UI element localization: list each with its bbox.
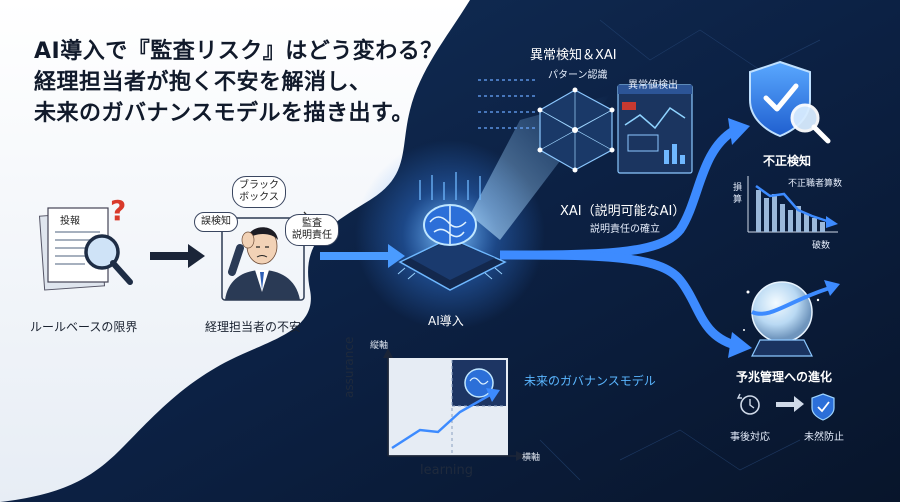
prevention-flow [736, 393, 835, 421]
accountability-line-2: 説明責任 [292, 230, 332, 241]
misdetect-bubble: 誤検知 [194, 212, 238, 232]
fraud-y-label-1: 損 [733, 183, 743, 193]
ai-label: AI導入 [428, 314, 464, 328]
branch-arrow-down [499, 250, 737, 350]
reactive-label: 事後対応 [730, 432, 770, 443]
anomaly-title: 異常検知＆XAI [530, 48, 617, 63]
accountability-line-1: 監査 [302, 218, 322, 229]
governance-chart [383, 348, 526, 461]
blackbox-line-1: ブラック [239, 180, 279, 191]
xai-subtitle: 説明責任の確立 [590, 224, 660, 235]
fraud-series-label: 不正職者算数 [788, 179, 843, 189]
shield-check-icon [749, 60, 831, 144]
title-line-2: 経理担当者が抱く不安を解消し、 [34, 70, 372, 95]
magnifier-icon [84, 234, 120, 270]
worker-label: 経理担当者の不安 [205, 320, 302, 334]
accountability-bubble: 監査 説明責任 [285, 214, 339, 246]
anomaly-value-label: 異常値検出 [628, 80, 678, 91]
title-line-3: 未来のガバナンスモデルを描き出す。 [34, 101, 414, 126]
ai-chip [397, 172, 507, 291]
crystal-ball-icon [743, 280, 840, 357]
mini-shield-icon [811, 393, 835, 421]
xai-title: XAI（説明可能なAI） [560, 204, 686, 219]
x-axis-right-label: 横軸 [522, 453, 541, 463]
pattern-label: パターン認識 [548, 70, 608, 81]
worker-illustration [221, 211, 310, 301]
clock-icon [740, 395, 760, 415]
y-axis-label: assurance [342, 336, 356, 398]
fraud-y-label-2: 算 [733, 195, 743, 205]
blackbox-bubble: ブラック ボックス [232, 176, 286, 208]
flow-arrow-to-worker [150, 252, 190, 260]
predictive-title: 予兆管理への進化 [736, 370, 833, 384]
page-title: AI導入で『監査リスク』はどう変わる？ 経理担当者が抱く不安を解消し、 未来のガ… [34, 36, 443, 129]
preventive-label: 未然防止 [804, 432, 844, 443]
future-governance-label: 未来のガバナンスモデル [524, 374, 656, 388]
fraud-x-label: 破数 [812, 241, 831, 251]
anomaly-panel [478, 79, 693, 174]
question-mark-icon: ? [110, 194, 127, 227]
document-tag: 投報 [60, 212, 80, 227]
x-axis-label: learning [420, 463, 474, 478]
rulebase-label: ルールベースの限界 [30, 320, 138, 334]
flow-arrow-to-ai [320, 252, 390, 260]
title-line-1: AI導入で『監査リスク』はどう変わる？ [34, 39, 443, 64]
fraud-chart [747, 176, 838, 233]
blackbox-line-2: ボックス [239, 192, 279, 203]
fraud-title: 不正検知 [763, 154, 812, 168]
y-axis-top-label: 縦軸 [370, 341, 389, 351]
